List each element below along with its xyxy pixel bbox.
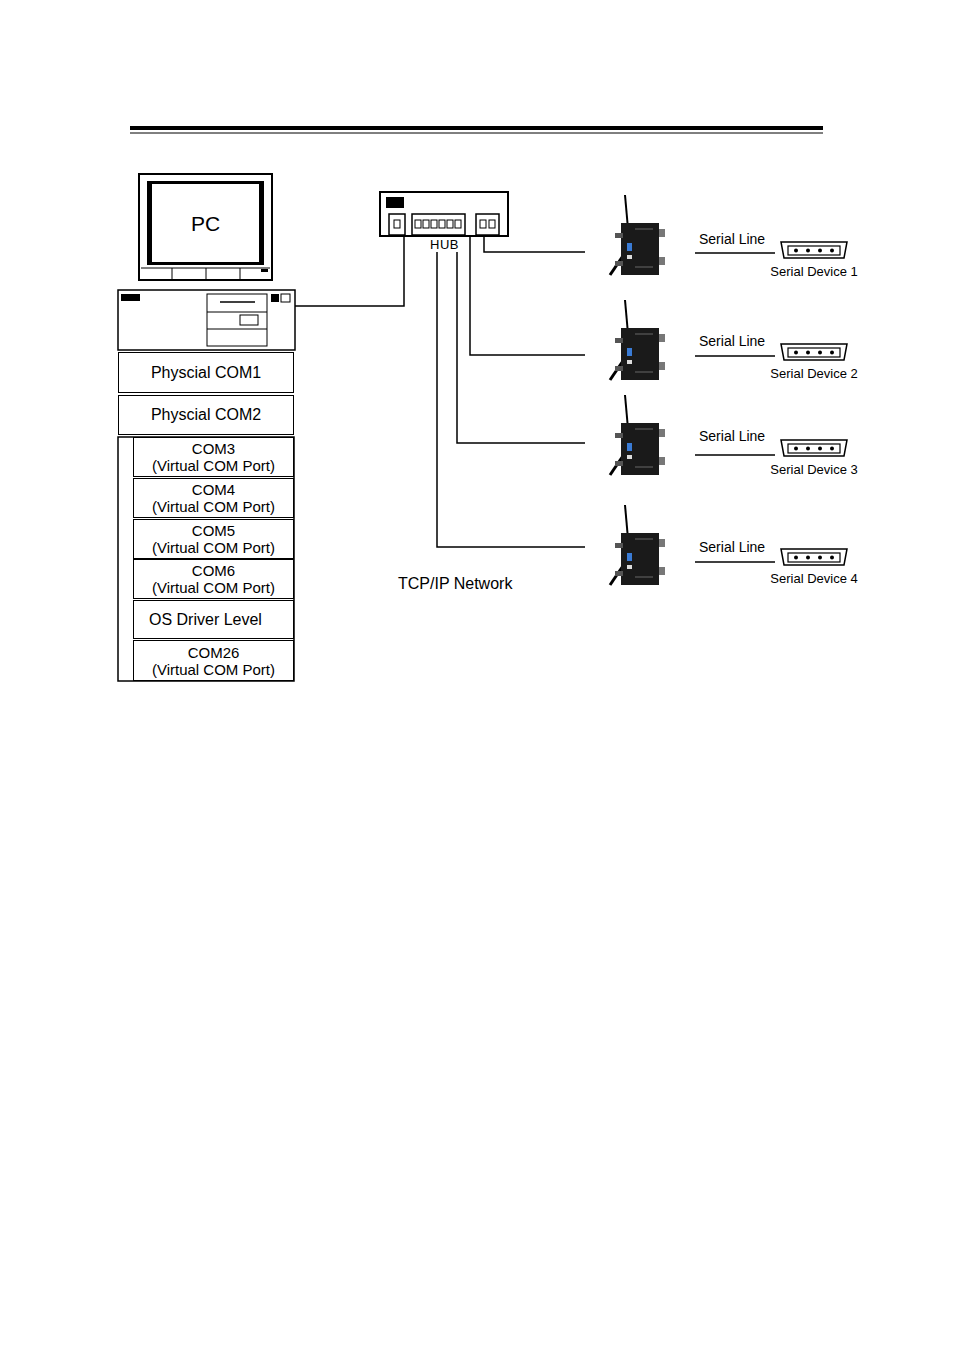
serial-device: Serial Device 3 xyxy=(780,438,848,458)
com-port-box: OS Driver Level xyxy=(133,600,294,639)
node-text: COM5 xyxy=(192,522,235,539)
hub-box xyxy=(380,192,508,236)
hub-node: HUB xyxy=(380,192,508,236)
serial-device: Serial Device 4 xyxy=(780,547,848,567)
node-text: Serial Device 1 xyxy=(770,264,857,279)
db-connector-symbol xyxy=(780,240,848,260)
com-port-box: COM6(Virtual COM Port) xyxy=(133,559,294,599)
pc-base xyxy=(118,290,295,350)
serial-line xyxy=(695,253,775,562)
node-text: (Virtual COM Port) xyxy=(152,457,275,474)
serial-line-label: Serial Line xyxy=(699,231,765,247)
node-text: (Virtual COM Port) xyxy=(152,498,275,515)
top-rule xyxy=(130,133,823,134)
node-text: COM4 xyxy=(192,481,235,498)
serial-line-label: Serial Line xyxy=(699,539,765,555)
node-text: COM6 xyxy=(192,562,235,579)
pc-screen: PC xyxy=(152,184,259,262)
hub-port xyxy=(423,220,429,228)
serial-device: Serial Device 1 xyxy=(780,240,848,260)
hub-port xyxy=(455,220,461,228)
serial-server xyxy=(610,505,665,585)
node-text: OS Driver Level xyxy=(149,611,262,629)
serial-device: Serial Device 2 xyxy=(780,342,848,362)
serial-line-label: Serial Line xyxy=(699,333,765,349)
network-wire xyxy=(295,236,585,547)
hub-ports xyxy=(415,220,461,228)
db-connector-symbol xyxy=(780,438,848,458)
serial-server xyxy=(610,195,665,275)
node-text: (Virtual COM Port) xyxy=(152,539,275,556)
node-text: Physcial COM2 xyxy=(151,406,261,424)
node-text: Serial Device 3 xyxy=(770,462,857,477)
node-text: COM3 xyxy=(192,440,235,457)
serial-server xyxy=(610,395,665,475)
node-text: (Virtual COM Port) xyxy=(152,661,275,678)
com-port-box: Physcial COM1 xyxy=(118,352,294,393)
node-text: Serial Device 4 xyxy=(770,571,857,586)
pc-monitor xyxy=(139,174,272,280)
network-label: TCP/IP Network xyxy=(398,575,512,593)
com-port-box: Physcial COM2 xyxy=(118,395,294,435)
serial-line-label: Serial Line xyxy=(699,428,765,444)
node-text: Serial Device 2 xyxy=(770,366,857,381)
serial-server xyxy=(610,300,665,380)
node-text: COM26 xyxy=(188,644,240,661)
db-connector-symbol xyxy=(780,342,848,362)
com-port-box: COM5(Virtual COM Port) xyxy=(133,519,294,559)
hub-port xyxy=(439,220,445,228)
com-port-box: COM4(Virtual COM Port) xyxy=(133,478,294,518)
node-text: Physcial COM1 xyxy=(151,364,261,382)
node-text: HUB xyxy=(428,237,461,252)
virtual-com-group xyxy=(118,437,294,681)
top-rule xyxy=(130,126,823,130)
com-port-box: COM26(Virtual COM Port) xyxy=(133,640,294,681)
db-connector-symbol xyxy=(780,547,848,567)
com-port-box: COM3(Virtual COM Port) xyxy=(133,437,294,477)
hub-port xyxy=(431,220,437,228)
hub-port xyxy=(447,220,453,228)
hub-port xyxy=(415,220,421,228)
node-text: PC xyxy=(191,212,220,235)
node-text: (Virtual COM Port) xyxy=(152,579,275,596)
